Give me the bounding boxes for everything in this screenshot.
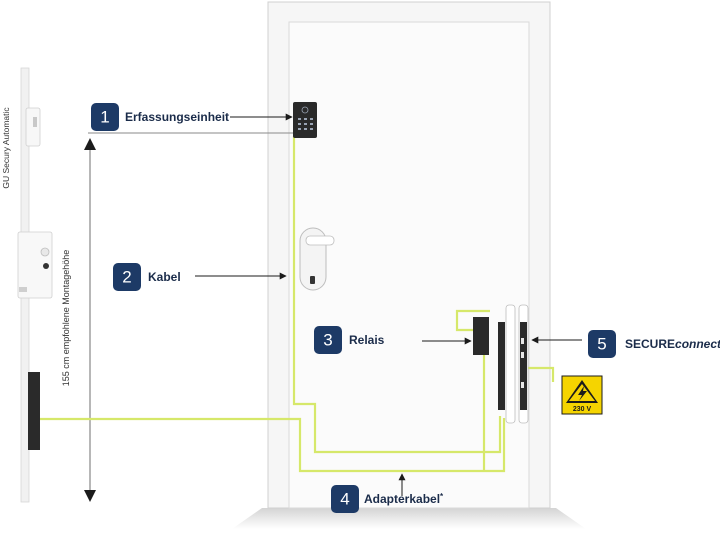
product-name-bold: SECURE xyxy=(625,337,675,351)
callout-badge xyxy=(588,330,616,358)
callout-2: 2 Kabel xyxy=(113,263,181,291)
height-dimension-arrow xyxy=(84,138,96,502)
callout-badge xyxy=(113,263,141,291)
callout-5: 5 SECUREconnect 50 xyxy=(588,330,720,358)
callout-badge xyxy=(91,103,119,131)
secureconnect-unit xyxy=(498,304,529,424)
callout-3: 3 Relais xyxy=(314,326,385,354)
callout-label: Kabel xyxy=(148,270,181,284)
svg-text:4: 4 xyxy=(340,490,349,509)
callout-label: Relais xyxy=(349,333,385,347)
key-cylinder xyxy=(310,276,315,284)
relay-box xyxy=(473,317,489,355)
mains-cable xyxy=(527,366,555,382)
callout-label: Erfassungseinheit xyxy=(125,110,229,124)
svg-text:Adapterkabel*: Adapterkabel* xyxy=(364,492,444,506)
svg-text:3: 3 xyxy=(323,331,332,350)
mount-height-vertical: 155 cm empfohlene Montagehöhe xyxy=(61,250,71,387)
svg-text:SECUREconnect 50: SECUREconnect 50 xyxy=(625,337,720,351)
adapter-cable xyxy=(40,417,506,473)
callout-badge xyxy=(331,485,359,513)
svg-text:1: 1 xyxy=(100,108,109,127)
door-leaf xyxy=(288,21,530,509)
floor-shadow xyxy=(232,508,586,529)
svg-text:5: 5 xyxy=(597,335,606,354)
lock-strip xyxy=(17,67,53,503)
cable-route xyxy=(40,136,555,473)
voltage-label: 230 V xyxy=(573,406,592,413)
callout-label: Adapterkabel xyxy=(364,492,440,506)
lock-name-vertical: GU Secury Automatic xyxy=(1,107,11,189)
callout-1: 1 Erfassungseinheit xyxy=(91,103,229,131)
door-handle xyxy=(299,227,335,291)
callout-4: 4 Adapterkabel* xyxy=(331,485,444,513)
fingerprint-keypad-icon xyxy=(301,106,309,114)
callout-badge xyxy=(314,326,342,354)
footnote-mark: * xyxy=(440,492,444,501)
lightning-bolt-icon xyxy=(578,386,587,401)
high-voltage-icon: 230 V xyxy=(561,375,603,415)
keypad-device xyxy=(293,102,317,138)
product-name-italic: connect xyxy=(675,337,720,351)
lock-cylinder-hole xyxy=(43,263,49,269)
relay-cable-top xyxy=(455,309,490,332)
svg-text:2: 2 xyxy=(122,268,131,287)
lock-motor-unit xyxy=(28,372,40,450)
cable-keypad-to-relay xyxy=(292,136,502,454)
